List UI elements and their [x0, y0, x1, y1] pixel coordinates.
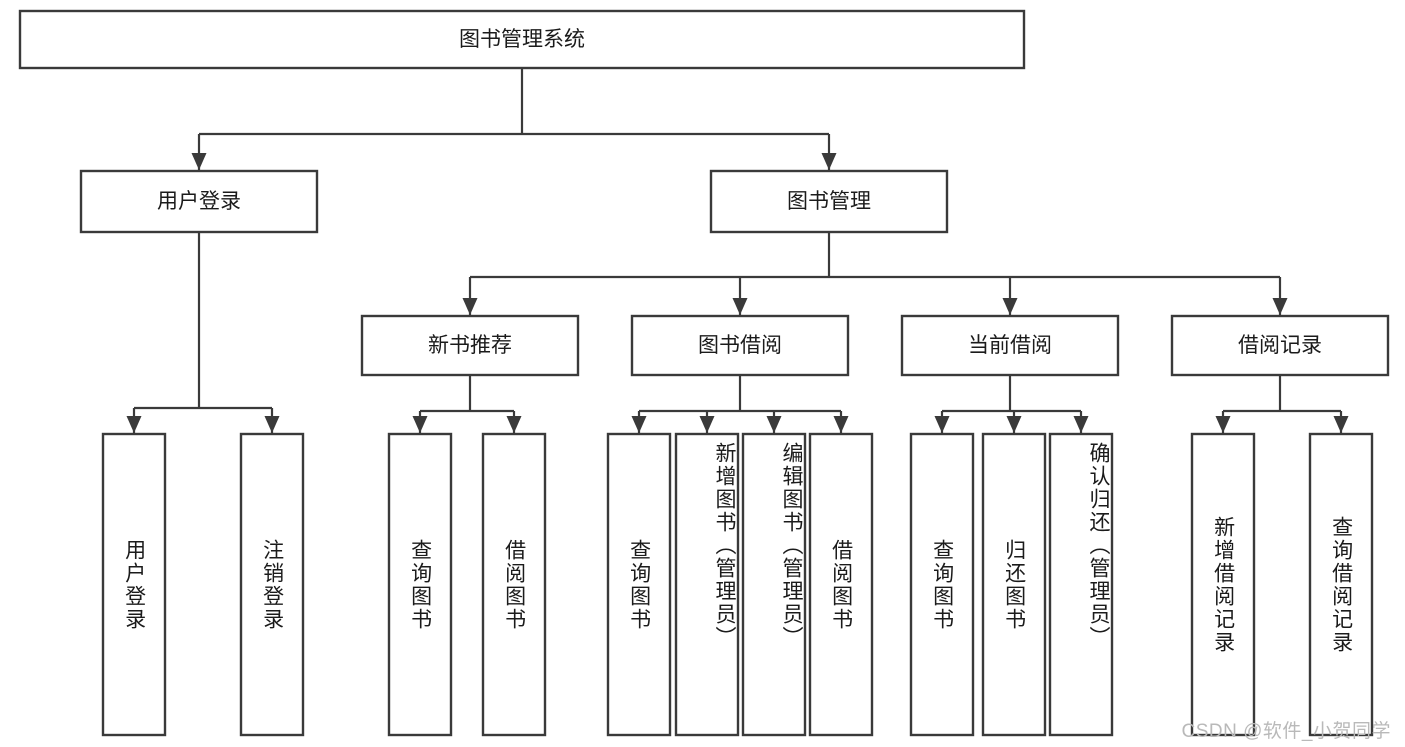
arrow-head [821, 153, 837, 170]
node-label-n-borrow-record: 借阅记录 [1238, 334, 1322, 357]
node-leaf-return-book[interactable] [981, 432, 1047, 737]
arrow-head [1073, 416, 1089, 433]
arrow-head [699, 416, 715, 433]
node-leaf-confirm-return[interactable] [1048, 432, 1114, 737]
node-leaf-user-logout[interactable] [239, 432, 305, 737]
node-box-layer [18, 9, 1390, 737]
node-n-book-manage[interactable] [709, 169, 949, 234]
node-leaf-borrow-book-1[interactable] [481, 432, 547, 737]
node-leaf-borrow-book-2[interactable] [808, 432, 874, 737]
node-label-n-book-borrow: 图书借阅 [698, 334, 782, 357]
arrow-head [934, 416, 950, 433]
arrow-head [1333, 416, 1349, 433]
arrow-head [126, 416, 142, 433]
arrow-head [833, 416, 849, 433]
node-leaf-query-record[interactable] [1308, 432, 1374, 737]
node-leaf-query-book-2[interactable] [606, 432, 672, 737]
arrow-head [264, 416, 280, 433]
arrow-head [506, 416, 522, 433]
node-leaf-edit-book[interactable] [741, 432, 807, 737]
arrow-head [1215, 416, 1231, 433]
arrow-head [1272, 298, 1288, 315]
node-n-borrow-record[interactable] [1170, 314, 1390, 377]
node-label-n-book-manage: 图书管理 [787, 190, 871, 213]
arrow-head [631, 416, 647, 433]
node-leaf-add-book[interactable] [674, 432, 740, 737]
arrow-head [462, 298, 478, 315]
node-label-n-user-login: 用户登录 [157, 190, 241, 213]
connector-layer [126, 68, 1349, 433]
arrow-head [1006, 416, 1022, 433]
node-n-current-borrow[interactable] [900, 314, 1120, 377]
node-leaf-user-login[interactable] [101, 432, 167, 737]
arrow-head [766, 416, 782, 433]
arrow-head [732, 298, 748, 315]
node-label-n-new-book-rec: 新书推荐 [428, 334, 512, 357]
node-n-book-borrow[interactable] [630, 314, 850, 377]
node-n-new-book-rec[interactable] [360, 314, 580, 377]
arrow-head [412, 416, 428, 433]
arrow-head [1002, 298, 1018, 315]
watermark-text: CSDN @软件_小贺同学 [1181, 721, 1391, 742]
node-label-n-current-borrow: 当前借阅 [968, 334, 1052, 357]
node-n-user-login[interactable] [79, 169, 319, 234]
node-leaf-query-book-1[interactable] [387, 432, 453, 737]
node-leaf-query-book-3[interactable] [909, 432, 975, 737]
node-leaf-add-record[interactable] [1190, 432, 1256, 737]
node-label-root: 图书管理系统 [459, 28, 585, 51]
node-root[interactable] [18, 9, 1026, 70]
arrow-head [191, 153, 207, 170]
